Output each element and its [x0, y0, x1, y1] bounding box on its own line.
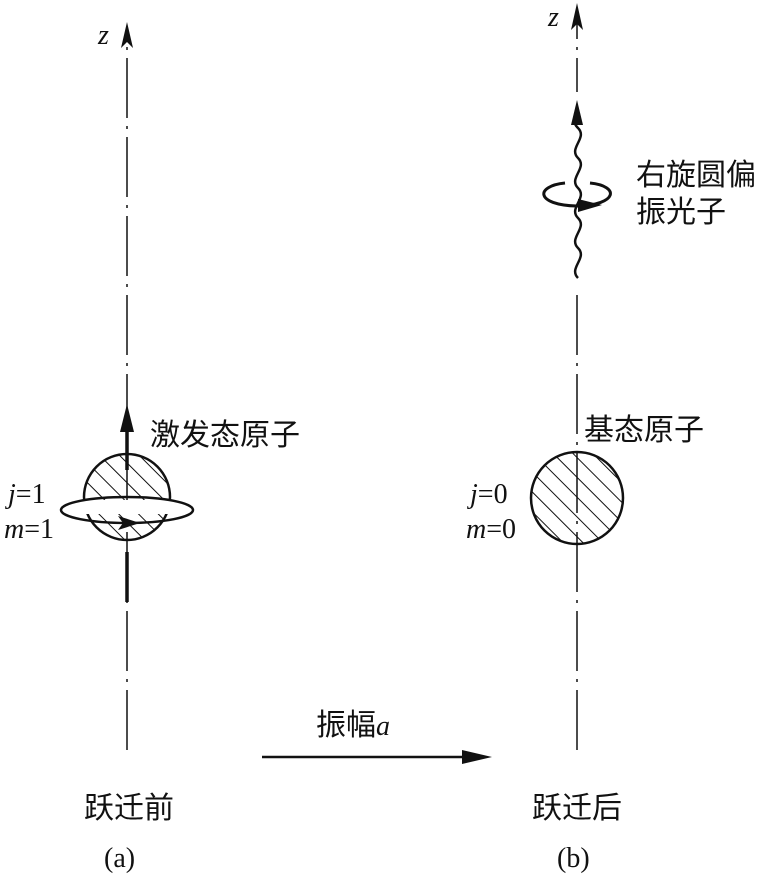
z-axis-arrowhead-a [121, 22, 133, 48]
transition: 振幅a [262, 708, 492, 764]
photon-arrowhead [571, 100, 583, 125]
photon-wave [573, 111, 583, 279]
j-quantum-a: j=1 [5, 479, 46, 510]
j-quantum-b: j=0 [467, 479, 508, 510]
spin-arrowhead [120, 404, 134, 432]
photon-label-line1: 右旋圆偏 [636, 158, 756, 193]
caption-before: 跃迁前 [84, 791, 174, 826]
ground-atom-label: 基态原子 [584, 413, 704, 448]
z-axis-arrowhead-b [571, 3, 583, 30]
polarization-arrowhead [578, 199, 602, 212]
subfigure-a: (a) [104, 843, 135, 874]
ground-atom [529, 450, 625, 546]
caption-after: 跃迁后 [532, 791, 622, 826]
z-axis-label-a: z [97, 20, 109, 51]
orbit-arrowhead [118, 516, 140, 530]
excited-atom-label: 激发态原子 [150, 418, 300, 453]
panel-b: z 右旋圆偏 振光子 基态原子 j=0 m=0 跃迁后 (b) [466, 2, 756, 874]
m-quantum-b: m=0 [466, 514, 516, 545]
orbit-gap [75, 500, 179, 514]
z-axis-label-b: z [547, 2, 559, 33]
transition-arrowhead [462, 750, 492, 764]
photon-label-line2: 振光子 [636, 195, 726, 230]
subfigure-b: (b) [557, 843, 590, 874]
polarization-ellipse [542, 181, 612, 208]
panel-a: z 激发态原子 j=1 m=1 跃迁前 (a) [4, 20, 300, 874]
m-quantum-a: m=1 [4, 514, 54, 545]
amplitude-label: 振幅a [316, 708, 390, 743]
